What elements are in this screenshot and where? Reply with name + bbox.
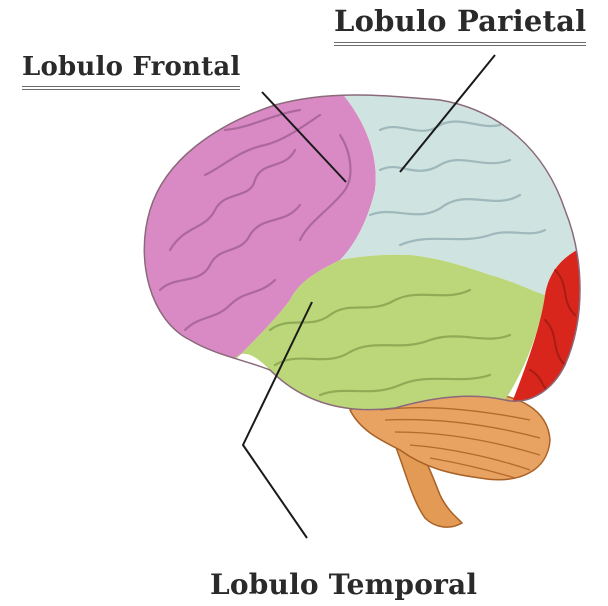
label-frontal-lobe: Lobulo Frontal	[22, 52, 240, 90]
label-parietal-lobe: Lobulo Parietal	[334, 4, 586, 46]
label-temporal-lobe: Lobulo Temporal	[210, 568, 477, 601]
